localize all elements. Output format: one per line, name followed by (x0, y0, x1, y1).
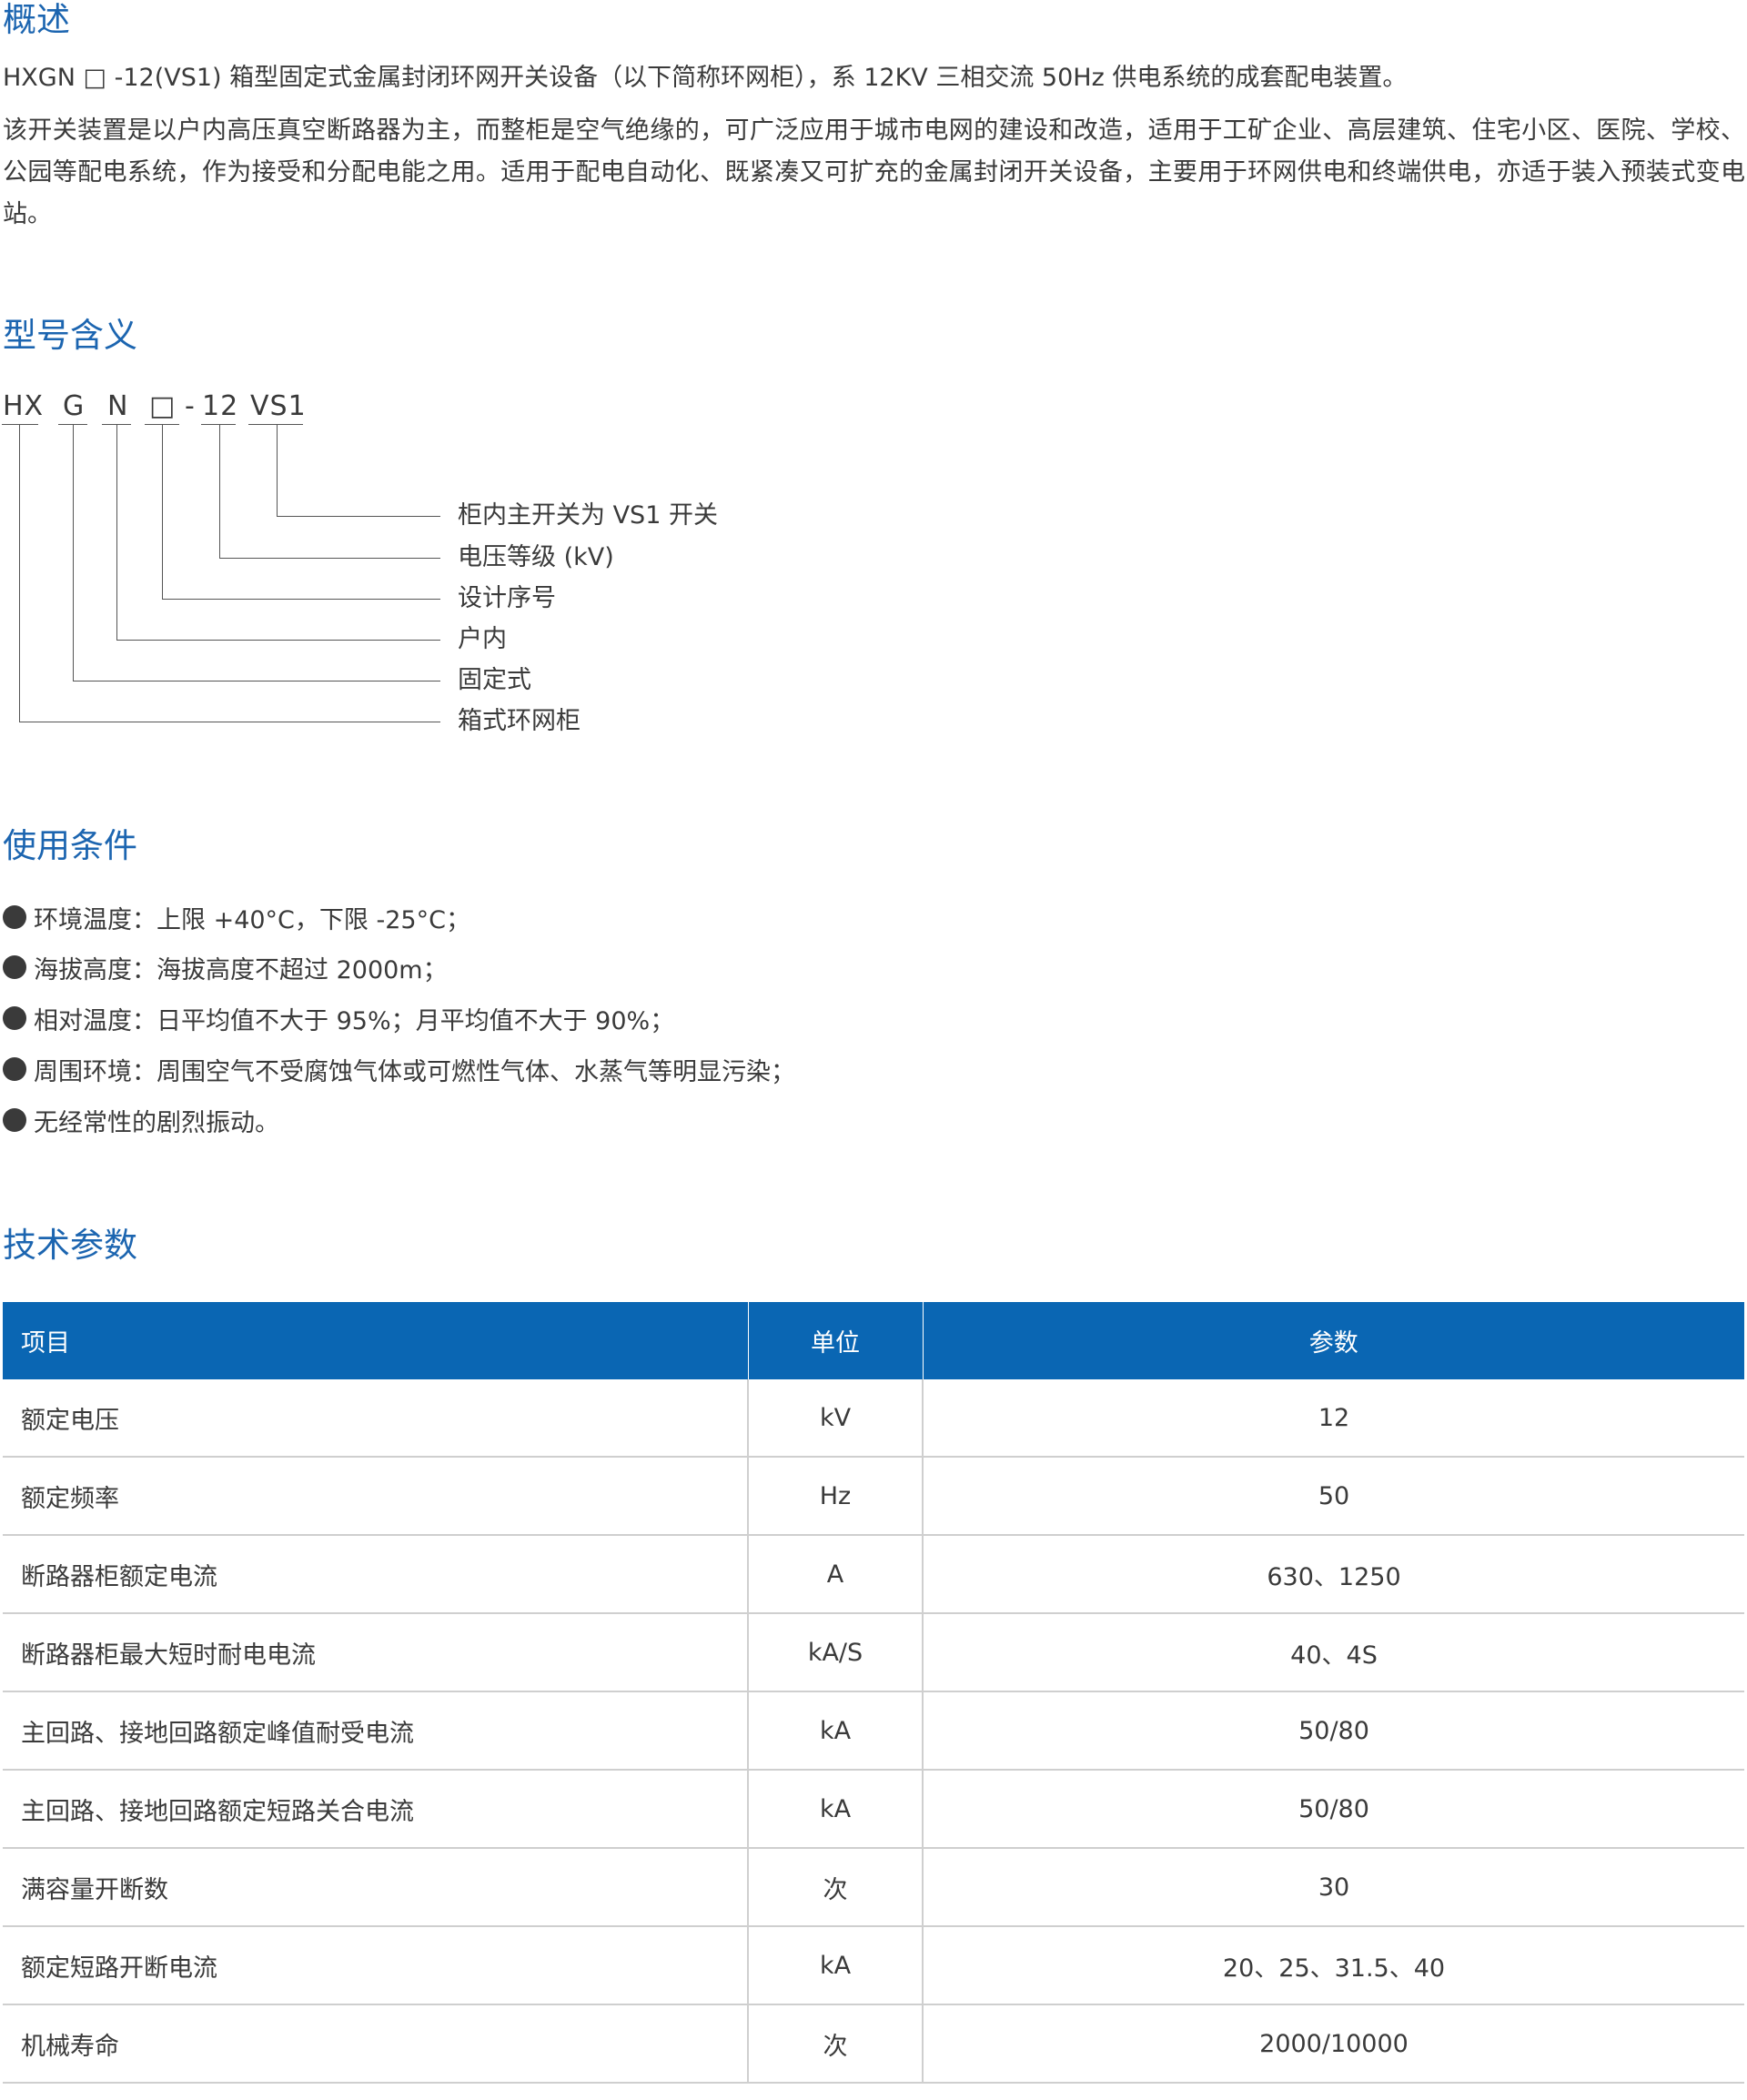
cell-unit: kV (748, 1379, 924, 1458)
table-row: 满容量开断数 次 30 (3, 1848, 1744, 1927)
cell-item: 机械寿命 (3, 2004, 749, 2084)
condition-text: 环境温度：上限 +40°C，下限 -25°C； (34, 905, 470, 934)
table-header-row: 项目 单位 参数 (3, 1302, 1744, 1379)
cell-item: 断路器柜额定电流 (3, 1535, 749, 1614)
overview-paragraph-1: HXGN □ -12(VS1) 箱型固定式金属封闭环网开关设备（以下简称环网柜）… (3, 64, 1408, 92)
condition-text: 周围环境：周围空气不受腐蚀气体或可燃性气体、水蒸气等明显污染； (34, 1057, 795, 1086)
table-row: 额定频率 Hz 50 (3, 1457, 1744, 1536)
code-token-12: 12 (202, 390, 239, 422)
code-underline-n (102, 424, 131, 425)
code-token-design: □ (149, 390, 177, 422)
code-token-vs1: VS1 (250, 390, 307, 422)
bullet-icon (3, 1057, 26, 1081)
condition-item: 相对温度：日平均值不大于 95%；月平均值不大于 90%； (3, 1000, 674, 1036)
leader-v-vs1 (277, 425, 278, 516)
header-unit: 单位 (748, 1302, 924, 1379)
specs-title: 技术参数 (3, 1226, 137, 1265)
leader-v-12 (219, 425, 220, 558)
leader-v-design (162, 425, 163, 599)
cell-item: 主回路、接地回路额定峰值耐受电流 (3, 1691, 749, 1771)
cell-unit: 次 (748, 1848, 924, 1927)
overview-paragraph-2: 该开关装置是以户内高压真空断路器为主，而整柜是空气绝缘的，可广泛应用于城市电网的… (3, 116, 1745, 228)
condition-item: 海拔高度：海拔高度不超过 2000m； (3, 949, 448, 985)
cell-item: 主回路、接地回路额定短路关合电流 (3, 1770, 749, 1849)
cell-item: 额定频率 (3, 1457, 749, 1536)
code-underline-design (145, 424, 179, 425)
cell-value: 50/80 (923, 1691, 1744, 1771)
meaning-label-design: 设计序号 (458, 584, 556, 612)
overview-title: 概述 (3, 0, 70, 39)
cell-value: 50 (923, 1457, 1744, 1536)
cell-value: 12 (923, 1379, 1744, 1458)
header-value: 参数 (923, 1302, 1744, 1379)
cell-unit: kA (748, 1926, 924, 2005)
cell-value: 20、25、31.5、40 (923, 1926, 1744, 2005)
bullet-icon (3, 1006, 26, 1030)
code-underline-12 (201, 424, 236, 425)
meaning-label-12: 电压等级 (kV) (458, 543, 614, 571)
cell-unit: kA/S (748, 1613, 924, 1692)
bullet-icon (3, 1108, 26, 1132)
cell-unit: 次 (748, 2004, 924, 2084)
condition-text: 相对温度：日平均值不大于 95%；月平均值不大于 90%； (34, 1006, 675, 1035)
condition-text: 无经常性的剧烈振动。 (34, 1108, 279, 1137)
code-token-g: G (63, 390, 86, 422)
cell-value: 630、1250 (923, 1535, 1744, 1614)
cell-item: 断路器柜最大短时耐电电流 (3, 1613, 749, 1692)
cell-value: 30 (923, 1848, 1744, 1927)
leader-v-g (73, 425, 74, 681)
cell-unit: kA (748, 1770, 924, 1849)
cell-unit: Hz (748, 1457, 924, 1536)
code-underline-g (58, 424, 87, 425)
bullet-icon (3, 955, 26, 979)
code-underline-hx (2, 424, 38, 425)
code-token-n: N (107, 390, 129, 422)
cell-unit: kA (748, 1691, 924, 1771)
leader-h-n (116, 640, 440, 641)
leader-v-hx (19, 425, 20, 722)
conditions-title: 使用条件 (3, 826, 137, 865)
condition-item: 周围环境：周围空气不受腐蚀气体或可燃性气体、水蒸气等明显污染； (3, 1051, 795, 1087)
table-row: 额定短路开断电流 kA 20、25、31.5、40 (3, 1926, 1744, 2005)
meaning-label-g: 固定式 (458, 666, 531, 694)
bullet-icon (3, 905, 26, 929)
meaning-label-n: 户内 (458, 625, 507, 653)
leader-v-n (116, 425, 117, 640)
cell-value: 2000/10000 (923, 2004, 1744, 2084)
table-row: 额定电压 kV 12 (3, 1379, 1744, 1458)
meaning-label-hx: 箱式环网柜 (458, 707, 581, 735)
code-token-dash: - (185, 390, 196, 422)
header-item: 项目 (3, 1302, 749, 1379)
table-row: 机械寿命 次 2000/10000 (3, 2004, 1744, 2084)
cell-item: 满容量开断数 (3, 1848, 749, 1927)
table-row: 主回路、接地回路额定峰值耐受电流 kA 50/80 (3, 1691, 1744, 1771)
leader-h-12 (219, 558, 440, 559)
cell-value: 40、4S (923, 1613, 1744, 1692)
cell-item: 额定短路开断电流 (3, 1926, 749, 2005)
cell-unit: A (748, 1535, 924, 1614)
cell-value: 50/80 (923, 1770, 1744, 1849)
code-token-hx: HX (3, 390, 45, 422)
specs-table: 项目 单位 参数 额定电压 kV 12 额定频率 Hz 50 断路器柜额定电流 … (3, 1302, 1744, 2084)
condition-text: 海拔高度：海拔高度不超过 2000m； (34, 955, 448, 984)
table-row: 断路器柜额定电流 A 630、1250 (3, 1535, 1744, 1614)
table-row: 断路器柜最大短时耐电电流 kA/S 40、4S (3, 1613, 1744, 1692)
code-underline-vs1 (248, 424, 303, 425)
condition-item: 环境温度：上限 +40°C，下限 -25°C； (3, 899, 470, 935)
table-row: 主回路、接地回路额定短路关合电流 kA 50/80 (3, 1770, 1744, 1849)
condition-item: 无经常性的剧烈振动。 (3, 1102, 279, 1138)
leader-h-vs1 (277, 516, 440, 517)
cell-item: 额定电压 (3, 1379, 749, 1458)
meaning-label-vs1: 柜内主开关为 VS1 开关 (458, 501, 718, 530)
model-title: 型号含义 (3, 316, 137, 355)
leader-h-design (162, 599, 440, 600)
